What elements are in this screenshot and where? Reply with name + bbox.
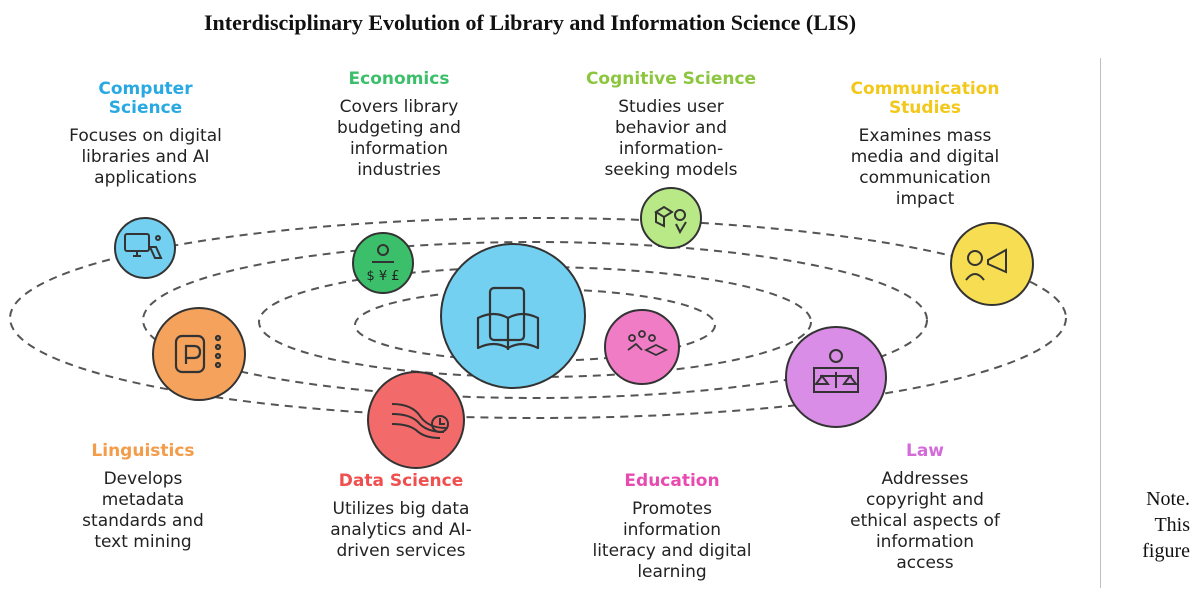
field-block-cognitive-science: Cognitive Science Studies user behavior … <box>556 70 786 181</box>
field-description: Promotes information literacy and digita… <box>562 499 782 583</box>
desc-line: access <box>896 553 954 573</box>
note-line: figure <box>1142 540 1190 562</box>
field-block-data-science: Data Science Utilizes big data analytics… <box>296 472 506 562</box>
desc-line: behavior and <box>614 118 727 138</box>
field-name-line: Linguistics <box>91 441 195 461</box>
field-name-line: Studies <box>888 98 962 118</box>
field-name: Communication Studies <box>820 80 1030 118</box>
education-icon <box>627 330 669 357</box>
library-device-icon <box>476 286 540 350</box>
money-icon <box>372 244 394 263</box>
computer-science-icon <box>124 233 163 259</box>
node-economics: $ ¥ £ <box>352 232 414 294</box>
field-name-line: Education <box>624 471 720 491</box>
desc-line: information- <box>618 139 724 159</box>
field-name: Data Science <box>296 472 506 491</box>
note-line: Note. <box>1146 488 1190 510</box>
orbit-outer <box>9 217 1067 419</box>
node-law <box>785 326 887 428</box>
node-cognitive-science <box>640 187 702 249</box>
field-description: Utilizes big data analytics and AI- driv… <box>296 499 506 562</box>
orbit-middle <box>142 241 928 399</box>
node-data-science <box>367 371 465 469</box>
field-block-linguistics: Linguistics Develops metadata standards … <box>43 442 243 553</box>
field-block-law: Law Addresses copyright and ethical aspe… <box>820 442 1030 574</box>
cognitive-icon <box>654 205 687 235</box>
field-name: Education <box>562 472 782 491</box>
node-computer-science <box>114 217 176 279</box>
desc-line: learning <box>637 562 707 582</box>
desc-line: Addresses <box>881 469 969 489</box>
diagram-title: Interdisciplinary Evolution of Library a… <box>203 10 857 35</box>
desc-line: impact <box>895 189 955 209</box>
field-description: Develops metadata standards and text min… <box>43 469 243 553</box>
field-description: Covers library budgeting and information… <box>304 97 494 181</box>
desc-line: communication <box>859 168 991 188</box>
field-description: Studies user behavior and information- s… <box>556 97 786 181</box>
field-name: Law <box>820 442 1030 461</box>
currency-symbols: $ ¥ £ <box>366 269 399 284</box>
desc-line: Studies user <box>618 97 724 117</box>
megaphone-icon <box>965 248 1007 281</box>
field-name-line: Computer <box>98 79 193 99</box>
desc-line: libraries and AI <box>81 147 210 167</box>
node-communication-studies <box>950 222 1034 306</box>
orbit-diagram: $ ¥ £ <box>9 187 1067 469</box>
node-linguistics <box>152 307 246 401</box>
field-name-line: Law <box>905 441 944 461</box>
field-name-line: Economics <box>348 69 450 89</box>
field-name-line: Cognitive Science <box>585 69 757 89</box>
field-name-line: Science <box>108 98 183 118</box>
data-flow-icon <box>391 403 449 439</box>
field-name-line: Data Science <box>338 471 464 491</box>
central-library-hub <box>440 243 586 389</box>
desc-line: media and digital <box>850 147 1000 167</box>
desc-line: Examines mass <box>858 126 992 146</box>
desc-line: text mining <box>94 532 192 552</box>
field-block-communication-studies: Communication Studies Examines mass medi… <box>820 80 1030 210</box>
field-block-education: Education Promotes information literacy … <box>562 472 782 583</box>
field-name: Cognitive Science <box>556 70 786 89</box>
desc-line: Focuses on digital <box>69 126 222 146</box>
field-name-line: Communication <box>850 79 1000 99</box>
field-block-economics: Economics Covers library budgeting and i… <box>304 70 494 181</box>
field-description: Focuses on digital libraries and AI appl… <box>33 126 258 189</box>
margin-divider <box>1100 58 1101 588</box>
desc-line: literacy and digital <box>592 541 752 561</box>
node-education <box>604 309 680 385</box>
desc-line: standards and <box>82 511 204 531</box>
desc-line: Promotes <box>632 499 712 519</box>
side-note: Note. This figure <box>1112 486 1190 564</box>
desc-line: information <box>875 532 975 552</box>
desc-line: driven services <box>336 541 466 561</box>
note-line: This <box>1154 514 1190 536</box>
field-block-computer-science: Computer Science Focuses on digital libr… <box>33 80 258 189</box>
field-name: Linguistics <box>43 442 243 461</box>
field-name: Economics <box>304 70 494 89</box>
desc-line: applications <box>94 168 197 188</box>
linguistics-icon <box>174 334 222 374</box>
desc-line: Develops <box>103 469 183 489</box>
desc-line: metadata <box>101 490 185 510</box>
field-name: Computer Science <box>33 80 258 118</box>
desc-line: Covers library <box>339 97 459 117</box>
desc-line: analytics and AI- <box>330 520 472 540</box>
desc-line: copyright and <box>866 490 984 510</box>
desc-line: seeking models <box>604 160 738 180</box>
desc-line: information <box>622 520 722 540</box>
desc-line: ethical aspects of <box>850 511 1000 531</box>
field-description: Examines mass media and digital communic… <box>820 126 1030 210</box>
scales-icon <box>813 349 859 393</box>
field-description: Addresses copyright and ethical aspects … <box>820 469 1030 574</box>
desc-line: industries <box>357 160 441 180</box>
desc-line: Utilizes big data <box>332 499 470 519</box>
desc-line: information <box>349 139 449 159</box>
desc-line: budgeting and <box>337 118 461 138</box>
